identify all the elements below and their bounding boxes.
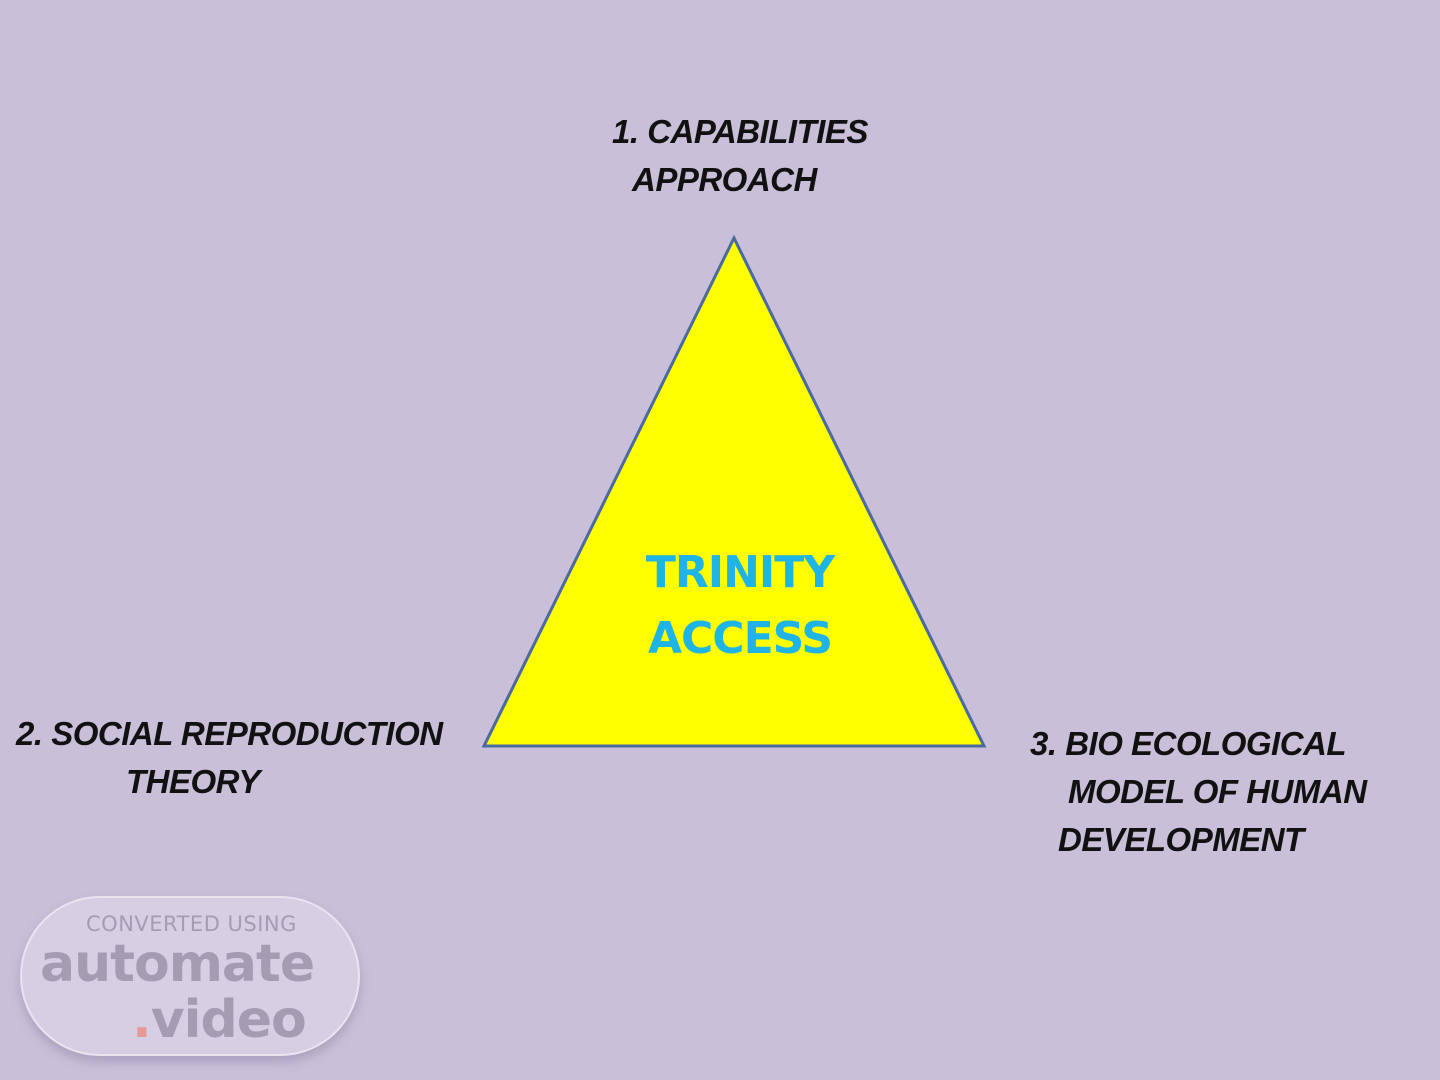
vertex-right-line-2: MODEL OF HUMAN xyxy=(1068,773,1367,810)
watermark-dot: . xyxy=(132,990,152,1050)
vertex-label-top: 1. CAPABILITIES APPROACH xyxy=(612,108,868,204)
triangle-shape xyxy=(481,234,987,748)
vertex-right-line-1: 3. BIO ECOLOGICAL xyxy=(1030,725,1347,762)
watermark-top-text: CONVERTED USING xyxy=(86,912,297,936)
watermark-sub-word: video xyxy=(150,990,307,1050)
watermark-badge: CONVERTED USING automate .video xyxy=(20,896,360,1056)
vertex-label-left: 2. SOCIAL REPRODUCTION THEORY xyxy=(16,710,443,806)
vertex-label-right: 3. BIO ECOLOGICAL MODEL OF HUMAN DEVELOP… xyxy=(1030,720,1367,864)
vertex-top-line-2: APPROACH xyxy=(632,161,817,198)
center-line-1: TRINITY xyxy=(645,547,835,598)
watermark-sub-text: .video xyxy=(132,990,307,1050)
vertex-top-line-1: 1. CAPABILITIES xyxy=(612,113,868,150)
vertex-left-line-1: 2. SOCIAL REPRODUCTION xyxy=(16,715,443,752)
vertex-left-line-2: THEORY xyxy=(126,763,260,800)
vertex-right-line-3: DEVELOPMENT xyxy=(1058,821,1304,858)
center-line-2: ACCESS xyxy=(647,613,833,664)
watermark-main-text: automate xyxy=(40,934,315,994)
triangle-center-label: TRINITY ACCESS xyxy=(600,540,880,672)
